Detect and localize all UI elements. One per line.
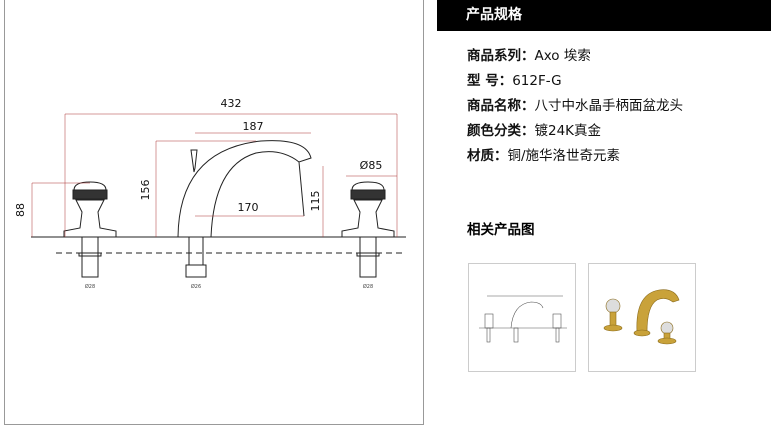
spec-value: Axo 埃索 — [534, 48, 591, 64]
dim-spout-height: 156 — [139, 180, 152, 201]
drawing-thumbnail-image — [479, 295, 567, 343]
spec-label: 商品名称： — [467, 98, 535, 114]
faucet-dimension-drawing: 432 187 156 170 115 88 Ø85 Ø28 Ø26 Ø28 — [14, 97, 406, 290]
spec-row-series: 商品系列：Axo 埃索 — [467, 44, 683, 69]
spec-row-material: 材质：铜/施华洛世奇元素 — [467, 144, 683, 169]
dim-handle-height: 88 — [14, 203, 27, 217]
technical-drawing: 432 187 156 170 115 88 Ø85 Ø28 Ø26 Ø28 — [4, 0, 424, 425]
thumbnail-photo[interactable] — [588, 263, 696, 372]
spec-value: 八寸中水晶手柄面盆龙头 — [534, 98, 684, 114]
dim-pipe-left: Ø28 — [85, 283, 95, 290]
spec-value: 612F-G — [512, 73, 562, 89]
photo-thumbnail-image — [603, 289, 680, 345]
spec-label: 型 号： — [467, 73, 513, 89]
dim-pipe-right: Ø28 — [363, 283, 373, 290]
dim-handle-diameter: Ø85 — [360, 159, 383, 172]
spec-value: 镀24K真金 — [534, 123, 602, 139]
spec-value: 铜/施华洛世奇元素 — [507, 148, 621, 164]
dim-spout-inner: 170 — [238, 201, 259, 214]
dim-total-width: 432 — [221, 97, 242, 110]
related-title: 相关产品图 — [467, 222, 535, 238]
spec-row-name: 商品名称：八寸中水晶手柄面盆龙头 — [467, 94, 683, 119]
dim-pipe-mid: Ø26 — [191, 283, 201, 290]
spec-row-color: 颜色分类：镀24K真金 — [467, 119, 683, 144]
spec-label: 材质： — [467, 148, 508, 164]
spec-header: 产品规格 — [437, 0, 771, 31]
dim-spout-reach: 187 — [243, 120, 264, 133]
spec-label: 商品系列： — [467, 48, 535, 64]
left-handle — [63, 181, 117, 278]
spec-list: 商品系列：Axo 埃索 型 号：612F-G 商品名称：八寸中水晶手柄面盆龙头 … — [467, 44, 683, 169]
dim-outlet-height: 115 — [309, 191, 322, 212]
thumbnail-drawing[interactable] — [468, 263, 576, 372]
spec-row-model: 型 号：612F-G — [467, 69, 683, 94]
spec-label: 颜色分类： — [467, 123, 535, 139]
